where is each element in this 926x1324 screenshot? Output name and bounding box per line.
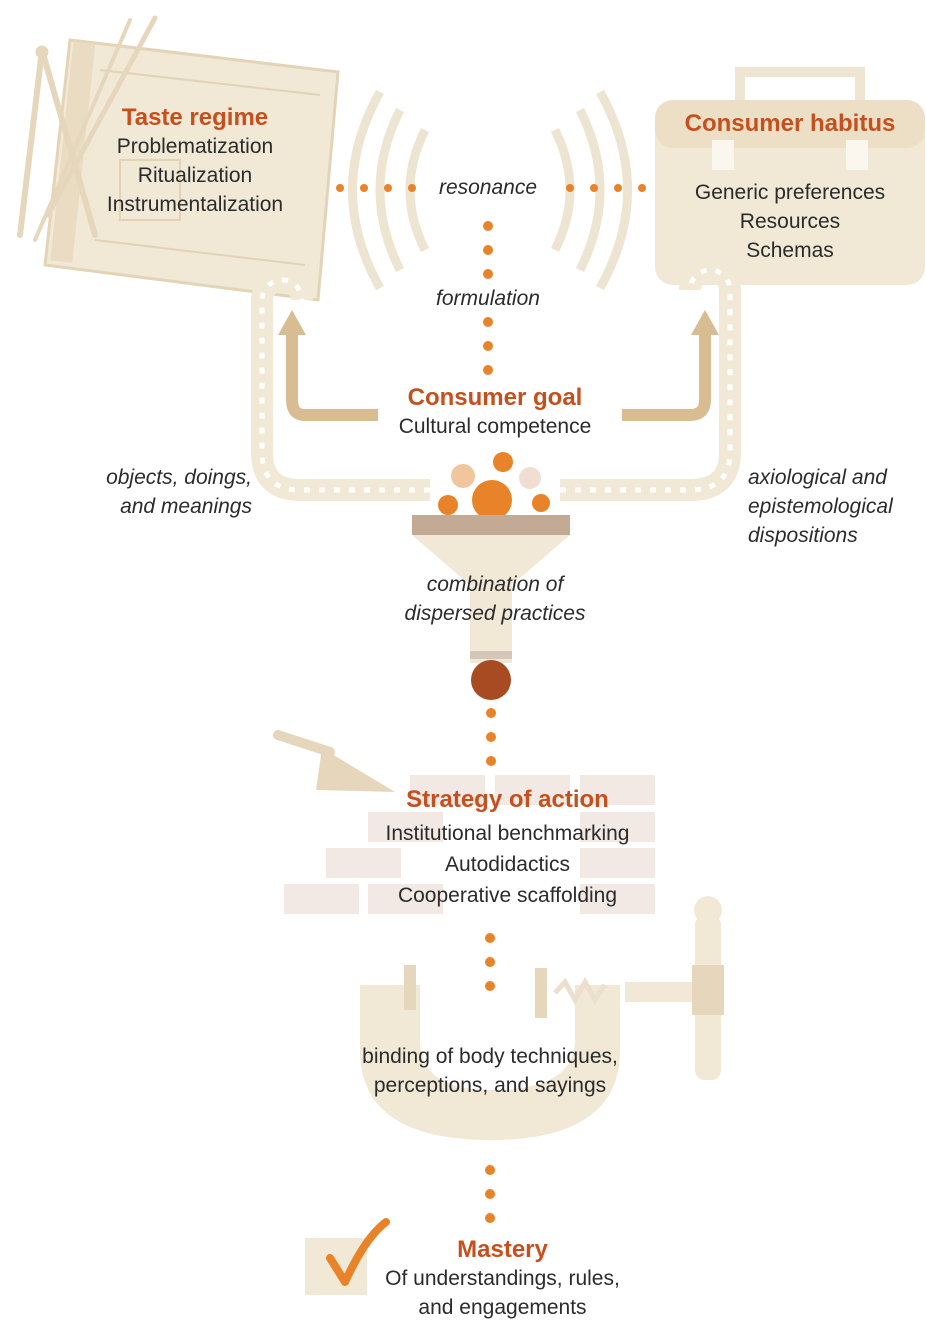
left-chain: [251, 269, 430, 501]
formulation-label: formulation: [436, 287, 540, 310]
dispositions-label-line: axiological and: [748, 466, 887, 489]
resonance-label: resonance: [438, 176, 538, 199]
consumer-habitus-title: Consumer habitus: [684, 110, 896, 137]
taste-regime-box: Taste regime Problematization Ritualizat…: [80, 104, 310, 219]
consumer-goal-subtitle: Cultural competence: [398, 415, 592, 438]
practice-balls: [438, 452, 550, 520]
strategy-title: Strategy of action: [406, 786, 609, 813]
clamp-icon: [360, 896, 724, 1140]
mastery-title: Mastery: [457, 1236, 548, 1263]
strategy-box: Strategy of action: [350, 786, 665, 814]
clamp-label-line: binding of body techniques,: [362, 1045, 618, 1068]
taste-regime-title: Taste regime: [121, 104, 269, 131]
arrow-up-right-icon: [691, 310, 719, 335]
formulation-dots: [483, 221, 493, 375]
right-chain: [560, 259, 741, 501]
consumer-habitus-list: Generic preferences Resources Schemas: [655, 178, 925, 265]
clamp-label: binding of body techniques, perceptions,…: [330, 1042, 650, 1100]
dispositions-label-line: epistemological: [748, 495, 893, 518]
strategy-dots: [485, 933, 495, 991]
arrow-up-left-icon: [278, 310, 306, 335]
taste-regime-item: Ritualization: [137, 164, 253, 187]
consumer-goal-title: Consumer goal: [407, 384, 583, 411]
taste-regime-item: Instrumentalization: [106, 193, 284, 216]
trowel-icon: [273, 730, 395, 792]
consumer-habitus-item: Schemas: [746, 239, 834, 262]
dispositions-label-line: dispositions: [748, 524, 858, 547]
dispositions-label: axiological and epistemological disposit…: [748, 463, 926, 550]
mastery-item: and engagements: [418, 1296, 587, 1319]
strategy-item: Autodidactics: [445, 853, 570, 876]
funnel-label-line: dispersed practices: [404, 602, 586, 625]
taste-regime-item: Problematization: [116, 135, 274, 158]
compass-icon: [17, 15, 158, 242]
objects-label-line: and meanings: [120, 495, 252, 518]
mastery-dots: [485, 1165, 495, 1223]
funnel-dots: [486, 708, 496, 766]
goal-arrows: [286, 330, 711, 421]
consumer-habitus-item: Resources: [739, 210, 841, 233]
consumer-goal-box: Consumer goal Cultural competence: [370, 384, 620, 441]
resonance-dots: [336, 184, 646, 192]
funnel-label: combination of dispersed practices: [380, 570, 610, 628]
mastery-box: Mastery Of understandings, rules, and en…: [365, 1236, 640, 1322]
clamp-label-line: perceptions, and sayings: [373, 1074, 607, 1097]
funnel-label-line: combination of: [426, 573, 564, 596]
blueprint-icon: [43, 38, 340, 302]
toolbox-icon: [655, 67, 925, 285]
brick-wall: [284, 775, 655, 914]
funnel-icon: [412, 515, 570, 700]
strategy-list: Institutional benchmarking Autodidactics…: [350, 818, 665, 911]
objects-label: objects, doings, and meanings: [72, 463, 252, 521]
consumer-habitus-box: Consumer habitus: [655, 110, 925, 138]
consumer-habitus-item: Generic preferences: [694, 181, 886, 204]
strategy-item: Cooperative scaffolding: [397, 884, 618, 907]
checkmark-icon: [305, 1218, 390, 1295]
strategy-item: Institutional benchmarking: [385, 822, 630, 845]
objects-label-line: objects, doings,: [106, 466, 252, 489]
mastery-item: Of understandings, rules,: [385, 1267, 620, 1290]
